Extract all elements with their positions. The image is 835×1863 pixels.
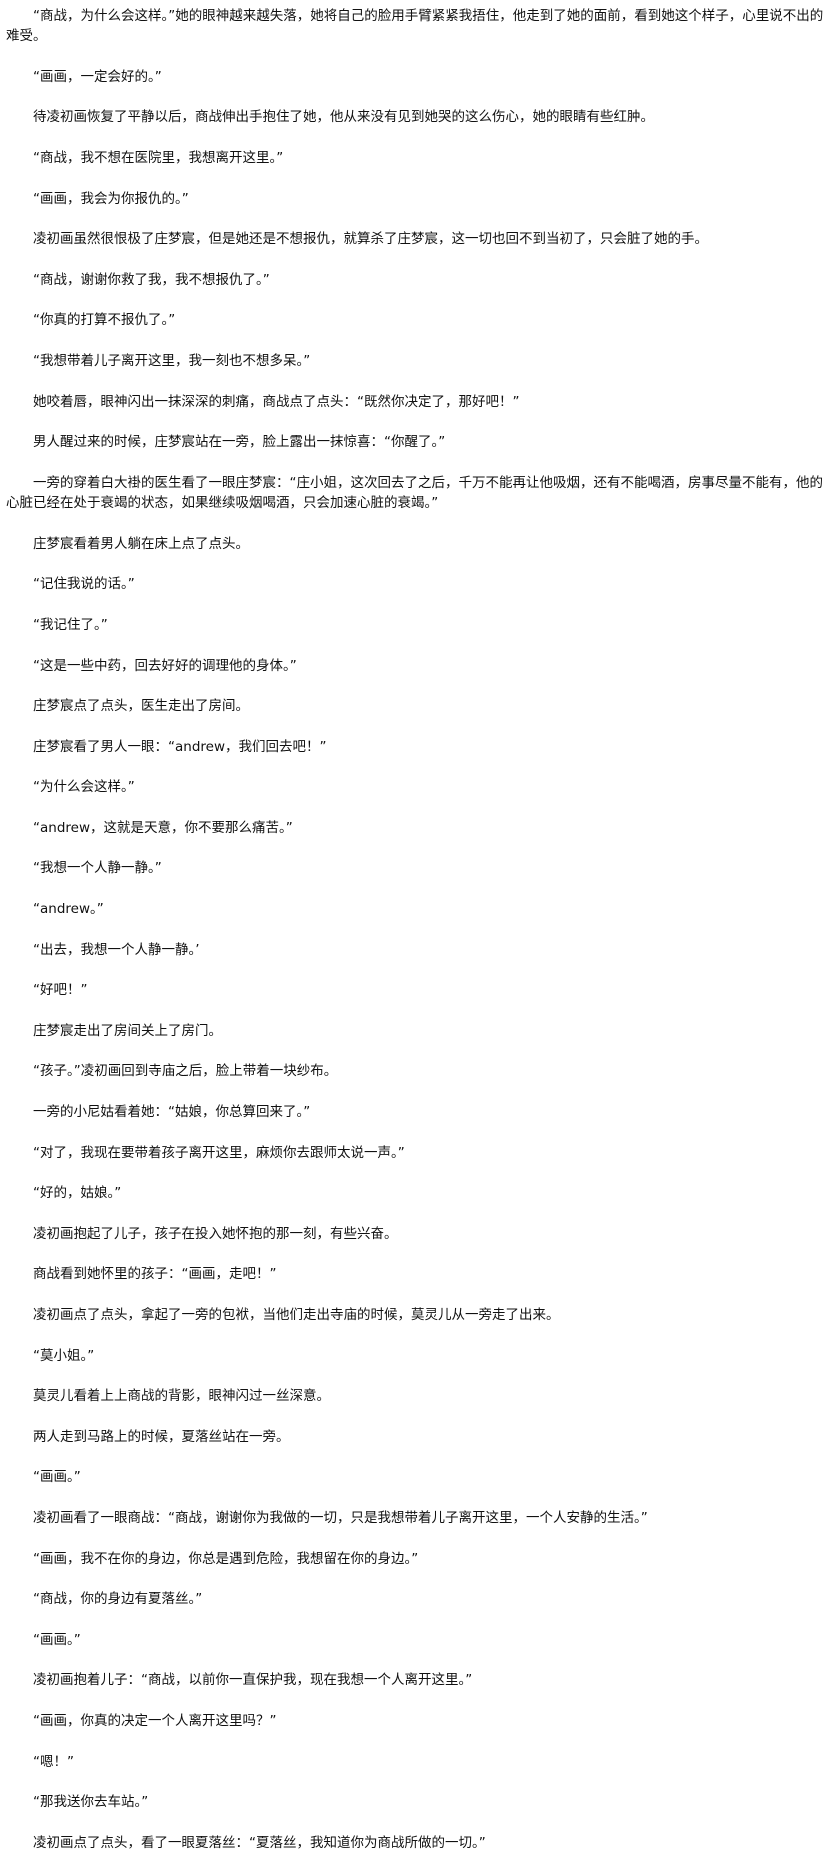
paragraph: “商战，我不想在医院里，我想离开这里。” — [33, 150, 284, 167]
paragraph: “你真的打算不报仇了。” — [33, 312, 176, 329]
paragraph: 凌初画点了点头，拿起了一旁的包袱，当他们走出寺庙的时候，莫灵儿从一旁走了出来。 — [33, 1307, 560, 1323]
paragraph: “画画，我会为你报仇的。” — [33, 190, 189, 207]
paragraph: “嗯！” — [33, 1753, 74, 1770]
paragraph: “我想带着儿子离开这里，我一刻也不想多呆。” — [33, 353, 311, 370]
paragraph: “孩子。”凌初画回到寺庙之后，脸上带着一块纱布。 — [33, 1063, 338, 1080]
paragraph: “那我送你去车站。” — [33, 1794, 149, 1811]
paragraph: “莫小姐。” — [33, 1347, 95, 1364]
paragraph: 两人走到马路上的时候，夏落丝站在一旁。 — [33, 1428, 290, 1445]
paragraph: 庄梦宸看了男人一眼：“andrew，我们回去吧！” — [33, 738, 327, 755]
paragraph: 凌初画抱着儿子：“商战，以前你一直保护我，现在我想一个人离开这里。” — [33, 1672, 473, 1689]
paragraph: 凌初画看了一眼商战：“商战，谢谢你为我做的一切，只是我想带着儿子离开这里，一个人… — [33, 1509, 648, 1526]
paragraph: 莫灵儿看着上上商战的背影，眼神闪过一丝深意。 — [33, 1388, 330, 1405]
paragraph: 凌初画虽然很恨极了庄梦宸，但是她还是不想报仇，就算杀了庄梦宸，这一切也回不到当初… — [33, 231, 708, 248]
paragraph: “andrew。” — [33, 901, 104, 918]
paragraph: 一旁的小尼姑看着她：“姑娘，你总算回来了。” — [33, 1104, 311, 1121]
paragraph: “画画，一定会好的。” — [33, 68, 162, 85]
paragraph: 她咬着唇，眼神闪出一抹深深的刺痛，商战点了点头：“既然你决定了，那好吧！” — [33, 393, 520, 410]
paragraph: “商战，为什么会这样。”她的眼神越来越失落，她将自己的脸用手臂紧紧我捂住，他走到… — [6, 8, 824, 45]
paragraph: “我记住了。” — [33, 616, 108, 633]
paragraph: “商战，你的身边有夏落丝。” — [33, 1591, 203, 1608]
paragraph: “这是一些中药，回去好好的调理他的身体。” — [33, 657, 297, 674]
paragraph: 庄梦宸看着男人躺在床上点了点头。 — [33, 535, 249, 552]
paragraph: “为什么会这样。” — [33, 779, 135, 796]
paragraph: “好吧！” — [33, 982, 88, 999]
paragraph: “商战，谢谢你救了我，我不想报仇了。” — [33, 271, 270, 288]
paragraph: “画画，我不在你的身边，你总是遇到危险，我想留在你的身边。” — [33, 1550, 419, 1567]
paragraph: “对了，我现在要带着孩子离开这里，麻烦你去跟师太说一声。” — [33, 1144, 405, 1161]
paragraph: 商战看到她怀里的孩子：“画画，走吧！” — [33, 1266, 277, 1283]
paragraph: “画画，你真的决定一个人离开这里吗？” — [33, 1712, 277, 1729]
paragraph: 男人醒过来的时候，庄梦宸站在一旁，脸上露出一抹惊喜：“你醒了。” — [33, 434, 446, 451]
paragraph: “画画。” — [33, 1631, 81, 1648]
paragraph: “画画。” — [33, 1469, 81, 1486]
paragraph: 庄梦宸走出了房间关上了房门。 — [33, 1022, 222, 1039]
paragraph: “出去，我想一个人静一静。’ — [33, 941, 200, 958]
paragraph: “好的，姑娘。” — [33, 1185, 122, 1202]
paragraph: 待凌初画恢复了平静以后，商战伸出手抱住了她，他从来没有见到她哭的这么伤心，她的眼… — [33, 109, 654, 126]
paragraph: 庄梦宸点了点头，医生走出了房间。 — [33, 698, 249, 715]
paragraph: “andrew，这就是天意，你不要那么痛苦。” — [33, 819, 293, 836]
paragraph: 一旁的穿着白大褂的医生看了一眼庄梦宸：“庄小姐，这次回去了之后，千万不能再让他吸… — [6, 474, 823, 512]
paragraph: 凌初画点了点头，看了一眼夏落丝：“夏落丝，我知道你为商战所做的一切。” — [33, 1834, 486, 1851]
paragraph: “记住我说的话。” — [33, 576, 135, 593]
paragraph: “我想一个人静一静。” — [33, 860, 162, 877]
paragraph: 凌初画抱起了儿子，孩子在投入她怀抱的那一刻，有些兴奋。 — [33, 1225, 398, 1242]
